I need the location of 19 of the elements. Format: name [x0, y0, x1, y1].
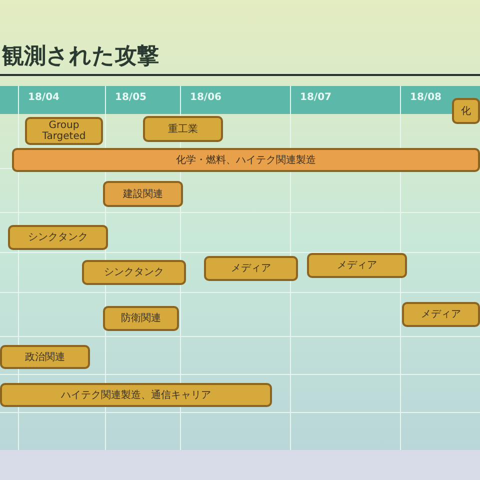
month-label: 18/05: [115, 91, 146, 105]
category-bar: 化: [452, 98, 480, 124]
category-bar: 化学・燃料、ハイテク関連製造: [12, 148, 480, 172]
category-bar: 防衛関連: [103, 306, 179, 331]
category-bar: 政治関連: [0, 345, 90, 369]
category-bar: シンクタンク: [82, 260, 186, 285]
month-label: 18/06: [190, 91, 222, 105]
category-bar: シンクタンク: [8, 225, 108, 250]
category-bar: 建設関連: [103, 181, 183, 207]
category-bar: メディア: [204, 256, 298, 281]
month-label: 18/04: [28, 91, 60, 105]
month-label: 18/07: [300, 91, 332, 105]
category-bar: メディア: [307, 253, 407, 278]
month-label: 18/08: [410, 91, 442, 105]
category-bar: Group Targeted: [25, 117, 103, 145]
category-bar: メディア: [402, 302, 480, 327]
category-bar: 重工業: [143, 116, 223, 142]
category-bar: ハイテク関連製造、通信キャリア: [0, 383, 272, 407]
slide-title: 観測された攻撃: [2, 43, 159, 71]
